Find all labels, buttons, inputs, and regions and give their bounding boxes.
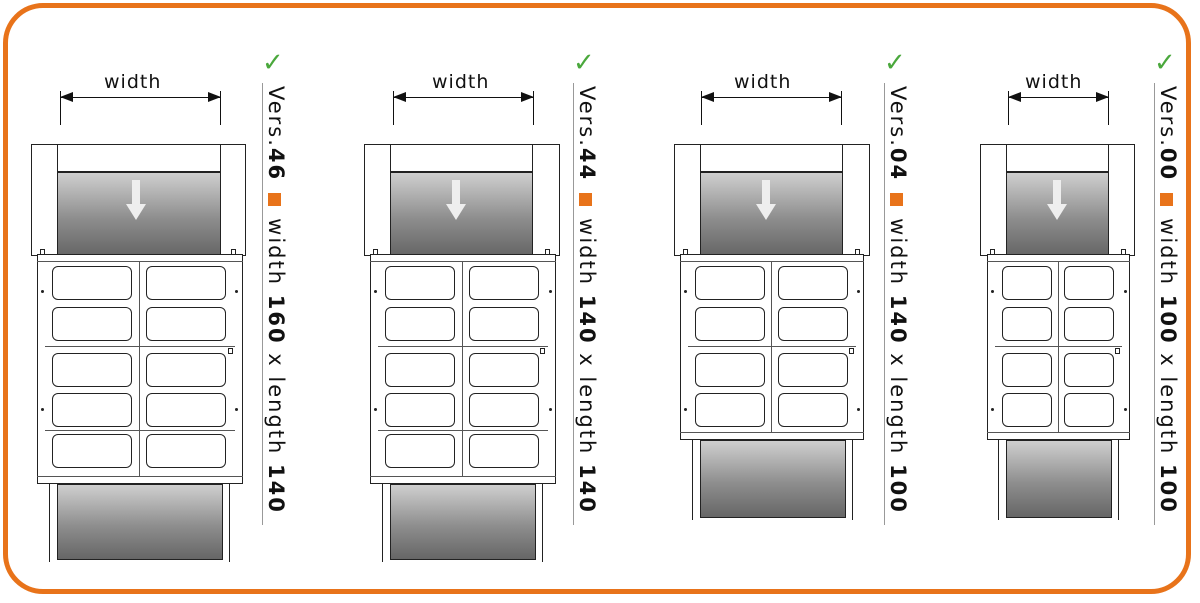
- version-prefix: Vers.: [886, 86, 910, 148]
- grid-cell: [146, 307, 226, 341]
- grid-cell: [385, 307, 455, 341]
- grid-cell: [469, 266, 539, 300]
- width-dimension-arrow: [60, 92, 221, 102]
- width-dimension-label: width: [1025, 71, 1083, 93]
- grid-cell: [1064, 353, 1114, 387]
- width-dimension-arrow: [701, 92, 842, 102]
- grid-cell: [778, 266, 848, 300]
- orange-square-icon: [890, 193, 904, 207]
- grid-cell: [52, 353, 132, 387]
- grid-cell: [695, 353, 765, 387]
- grid-cell: [1064, 307, 1114, 341]
- down-arrow-icon: [756, 180, 776, 226]
- width-dimension-label: width: [104, 71, 162, 93]
- grid-cell: [469, 434, 539, 468]
- checkmark-icon: ✓: [884, 48, 906, 78]
- width-dimension-label: width: [734, 71, 792, 93]
- ramp-plate-bottom: [700, 440, 846, 518]
- down-arrow-icon: [446, 180, 466, 226]
- orange-square-icon: [268, 193, 282, 207]
- grid-cell: [1064, 393, 1114, 427]
- grid-cell: [146, 353, 226, 387]
- version-prefix: Vers.: [264, 86, 288, 148]
- grid-cell: [695, 307, 765, 341]
- grid-cell: [385, 353, 455, 387]
- width-dimension-arrow: [393, 92, 534, 102]
- grid-cell: [146, 393, 226, 427]
- grid-cell: [1002, 393, 1052, 427]
- grid-cell: [52, 307, 132, 341]
- grid-cell: [52, 434, 132, 468]
- ramp-plate-bottom: [390, 484, 536, 560]
- version-number: 04: [886, 147, 910, 182]
- grid-cell: [385, 266, 455, 300]
- down-arrow-icon: [126, 180, 146, 226]
- grid-cell: [469, 307, 539, 341]
- grid-cell: [778, 393, 848, 427]
- orange-square-icon: [579, 193, 593, 207]
- grid-cell: [695, 393, 765, 427]
- down-arrow-icon: [1047, 180, 1067, 226]
- version-number: 44: [575, 147, 599, 182]
- width-dimension-label: width: [432, 71, 490, 93]
- grid-cell: [778, 307, 848, 341]
- width-dimension-arrow: [1008, 92, 1109, 102]
- grid-cell: [469, 393, 539, 427]
- grid-cell: [778, 353, 848, 387]
- outer-frame: [3, 3, 1191, 594]
- checkmark-icon: ✓: [262, 48, 284, 78]
- checkmark-icon: ✓: [1154, 48, 1176, 78]
- grid-cell: [695, 266, 765, 300]
- grid-cell: [385, 434, 455, 468]
- orange-square-icon: [1160, 193, 1174, 207]
- grid-cell: [52, 266, 132, 300]
- version-number: 00: [1156, 147, 1180, 182]
- version-prefix: Vers.: [575, 86, 599, 148]
- grid-cell: [1002, 353, 1052, 387]
- ramp-plate-bottom: [57, 484, 223, 560]
- grid-cell: [469, 353, 539, 387]
- grid-cell: [52, 393, 132, 427]
- ramp-plate-bottom: [1006, 440, 1112, 518]
- version-number: 46: [264, 147, 288, 182]
- grid-cell: [1002, 307, 1052, 341]
- version-prefix: Vers.: [1156, 86, 1180, 148]
- grid-cell: [1002, 266, 1052, 300]
- grid-cell: [146, 266, 226, 300]
- grid-cell: [385, 393, 455, 427]
- grid-cell: [1064, 266, 1114, 300]
- checkmark-icon: ✓: [573, 48, 595, 78]
- grid-cell: [146, 434, 226, 468]
